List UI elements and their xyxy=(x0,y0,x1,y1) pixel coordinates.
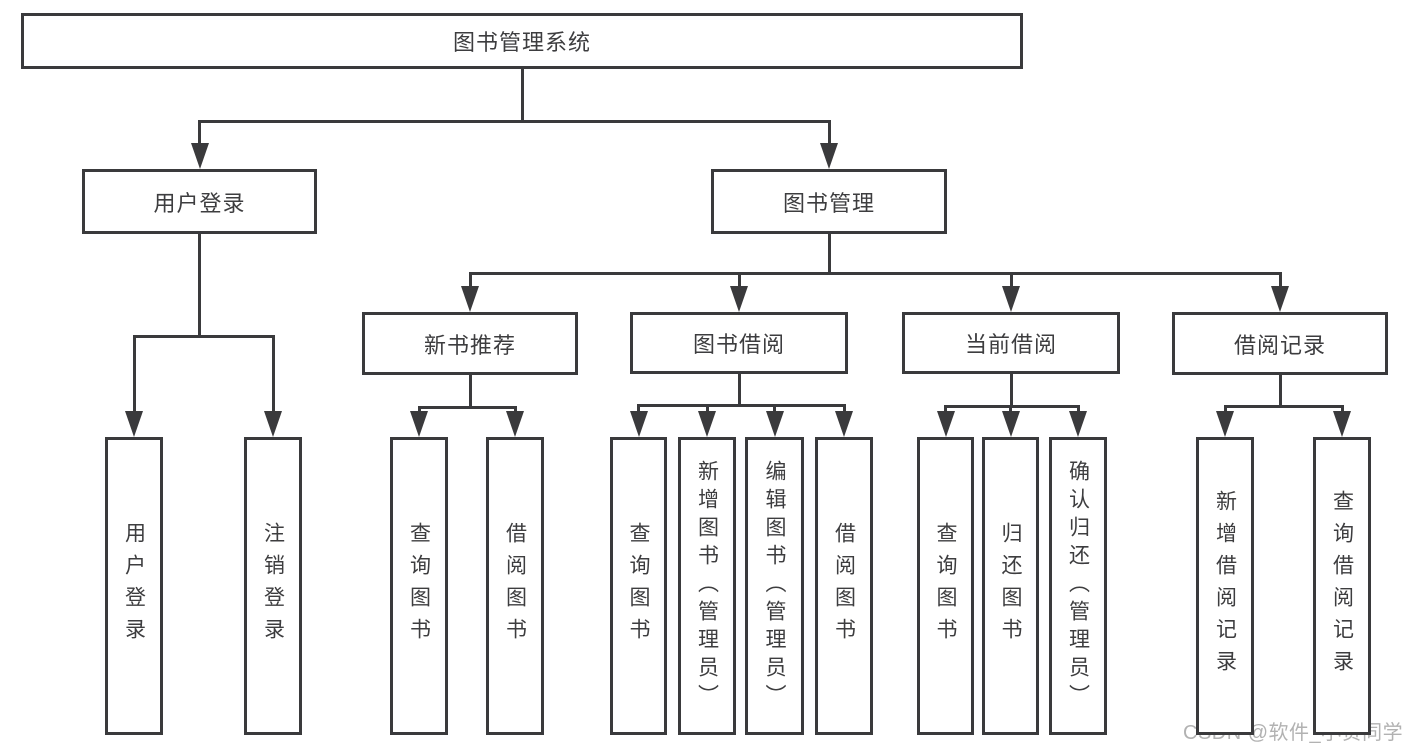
node-leaf-confirm-return: 确认归还（管理员） xyxy=(1049,437,1107,735)
connector-drop-leaf-logout xyxy=(271,335,275,417)
connector-stem-new-book-rec xyxy=(468,375,472,409)
node-leaf-borrow-books-b: 借阅图书 xyxy=(815,437,873,735)
connector-stem-borrow-records xyxy=(1278,375,1282,408)
connector-drop-leaf-edit-books xyxy=(773,404,776,417)
node-new-book-rec: 新书推荐 xyxy=(362,312,578,375)
connector-drop-leaf-user-login xyxy=(132,335,136,417)
connector-drop-book-mgmt xyxy=(827,120,831,149)
arrow-down-icon-leaf-query-books-b xyxy=(629,411,648,437)
connector-drop-leaf-add-books xyxy=(705,404,709,417)
node-leaf-logout: 注销登录 xyxy=(244,437,302,735)
connector-drop-leaf-borrow-books-b xyxy=(842,404,846,417)
node-leaf-query-books-c: 查询图书 xyxy=(917,437,974,735)
connector-bar-borrow-records xyxy=(1223,405,1344,408)
connector-stem-user-login xyxy=(198,234,201,338)
arrow-down-icon-leaf-borrow-books-b xyxy=(835,411,853,437)
connector-bar-user-login xyxy=(132,335,275,338)
node-borrow-records: 借阅记录 xyxy=(1172,312,1388,375)
arrow-down-icon-book-mgmt xyxy=(820,143,838,169)
connector-stem-current-borrow xyxy=(1009,374,1013,408)
arrow-down-icon-book-borrow xyxy=(730,286,748,312)
node-leaf-add-borrow-record: 新增借阅记录 xyxy=(1196,437,1254,735)
arrow-down-icon-leaf-return-books xyxy=(1001,411,1020,437)
node-leaf-user-login: 用户登录 xyxy=(105,437,163,735)
connector-stem-book-mgmt xyxy=(827,234,831,275)
arrow-down-icon-leaf-borrow-books-a xyxy=(506,411,524,437)
node-root: 图书管理系统 xyxy=(21,13,1023,69)
connector-bar-book-mgmt xyxy=(468,272,1282,275)
connector-bar-book-borrow xyxy=(637,404,846,407)
node-leaf-edit-books: 编辑图书（管理员） xyxy=(745,437,804,735)
arrow-down-icon-leaf-add-books xyxy=(698,411,716,437)
arrow-down-icon-borrow-records xyxy=(1271,286,1289,312)
arrow-down-icon-leaf-logout xyxy=(264,411,282,437)
connector-drop-borrow-records xyxy=(1278,272,1282,292)
node-book-mgmt: 图书管理 xyxy=(711,169,947,234)
arrow-down-icon-leaf-edit-books xyxy=(765,411,784,437)
connector-bar-root xyxy=(198,120,831,123)
arrow-down-icon-leaf-query-books-c xyxy=(936,411,955,437)
arrow-down-icon-leaf-query-borrow-record xyxy=(1333,411,1351,437)
node-leaf-add-books: 新增图书（管理员） xyxy=(678,437,736,735)
arrow-down-icon-leaf-user-login xyxy=(125,411,143,437)
node-leaf-query-books-a: 查询图书 xyxy=(390,437,448,735)
connector-drop-book-borrow xyxy=(737,272,741,292)
connector-bar-new-book-rec xyxy=(417,406,517,409)
connector-stem-root xyxy=(520,69,524,123)
arrow-down-icon-leaf-add-borrow-record xyxy=(1216,411,1234,437)
arrow-down-icon-new-book-rec xyxy=(461,286,479,312)
node-leaf-query-borrow-record: 查询借阅记录 xyxy=(1313,437,1371,735)
connector-drop-leaf-query-books-b xyxy=(637,404,640,417)
node-book-borrow: 图书借阅 xyxy=(630,312,848,374)
arrow-down-icon-user-login xyxy=(190,143,209,169)
connector-drop-current-borrow xyxy=(1009,272,1013,292)
node-leaf-return-books: 归还图书 xyxy=(982,437,1039,735)
node-user-login: 用户登录 xyxy=(82,169,317,234)
arrow-down-icon-leaf-confirm-return xyxy=(1069,411,1087,437)
connector-stem-book-borrow xyxy=(737,374,741,407)
arrow-down-icon-leaf-query-books-a xyxy=(410,411,428,437)
node-leaf-borrow-books-a: 借阅图书 xyxy=(486,437,544,735)
node-current-borrow: 当前借阅 xyxy=(902,312,1120,374)
connector-drop-user-login xyxy=(198,120,201,149)
connector-drop-new-book-rec xyxy=(468,272,472,292)
node-leaf-query-books-b: 查询图书 xyxy=(610,437,667,735)
arrow-down-icon-current-borrow xyxy=(1002,286,1020,312)
